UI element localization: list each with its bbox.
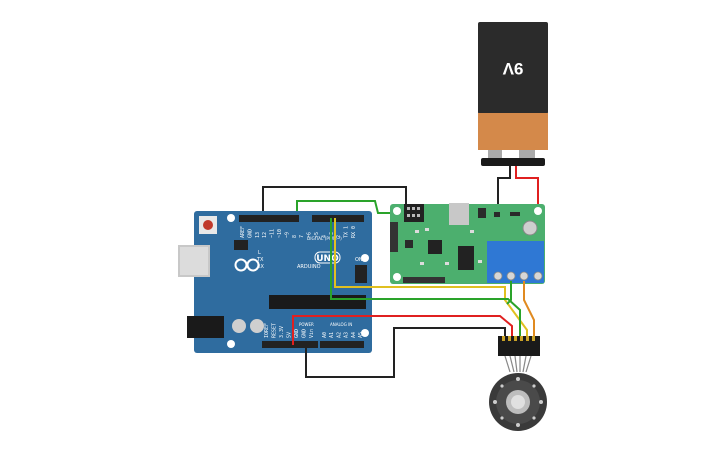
analog-pin-label: A3: [344, 332, 350, 338]
power-pin-label: IOREF: [264, 323, 270, 338]
arduino-logo-text: ARDUINO: [297, 264, 321, 270]
on-label: ON: [355, 257, 363, 263]
digital-pin-label: 13: [255, 232, 261, 238]
digital-pin-label: 8: [292, 235, 298, 238]
motor-driver-board[interactable]: [390, 203, 545, 284]
digital-pin-label: ~5: [314, 232, 320, 238]
dc-motor-encoder[interactable]: [489, 373, 547, 431]
wire-green-driver[interactable]: [506, 281, 512, 305]
power-header: [262, 341, 318, 348]
power-label: POWER: [299, 322, 314, 327]
digital-pin-label: ~6: [307, 232, 313, 238]
wire-green-top[interactable]: [296, 200, 398, 218]
power-pin-label: Vin: [309, 329, 315, 338]
rx-label: RX: [257, 264, 264, 270]
motor-connector[interactable]: [498, 336, 540, 373]
wire-orange[interactable]: [523, 281, 535, 336]
reset-button[interactable]: [203, 220, 213, 230]
wire-black-bottom[interactable]: [305, 327, 506, 378]
wire-green-long[interactable]: [330, 218, 521, 336]
power-pin-label: 3.3V: [279, 326, 285, 338]
power-pin-label: GND: [294, 329, 300, 338]
wire-gnd-top[interactable]: [262, 186, 407, 218]
analog-pin-label: A1: [329, 332, 335, 338]
digital-pin-label: AREF: [240, 226, 246, 238]
analog-pin-label: A2: [336, 332, 342, 338]
wire-yellow[interactable]: [334, 218, 528, 336]
l-label: L: [258, 250, 261, 256]
digital-pin-label: GND: [247, 229, 253, 238]
digital-pin-label: RX 0: [351, 226, 357, 238]
digital-label: DIGITAL (PWM~): [307, 236, 342, 241]
analog-label: ANALOG IN: [330, 322, 352, 327]
power-pin-label: RESET: [272, 323, 278, 338]
digital-pin-label: 2: [336, 235, 342, 238]
power-jack: [187, 316, 224, 338]
power-pin-label: GND: [302, 329, 308, 338]
atmega-chip: [269, 295, 366, 309]
tx-label: TX: [256, 257, 264, 263]
digital-pin-label: TX 1: [344, 226, 350, 238]
digital-pin-label: ~11: [270, 229, 276, 238]
digital-pin-label: 12: [262, 232, 268, 238]
digital-pin-label: ~10: [277, 229, 283, 238]
analog-pin-label: A4: [351, 332, 357, 338]
power-pin-label: 5V: [287, 332, 293, 338]
wire-red[interactable]: [292, 315, 513, 345]
digital-pin-label: 4: [321, 235, 327, 238]
battery-9v[interactable]: 9V: [478, 22, 548, 166]
analog-pin-label: A5: [358, 332, 364, 338]
arduino-logo: [234, 258, 260, 272]
arduino-model: UNO: [316, 254, 339, 264]
arduino-uno-board[interactable]: ARDUINO UNO TX RX L ON DIGITAL (PWM~) PO…: [178, 211, 372, 353]
digital-header-right: [312, 215, 364, 222]
digital-pin-label: ~9: [284, 232, 290, 238]
digital-header-left: [239, 215, 299, 222]
digital-pin-label: 7: [299, 235, 305, 238]
analog-header: [320, 341, 364, 348]
battery-label: 9V: [502, 59, 523, 78]
analog-pin-label: A0: [322, 332, 328, 338]
